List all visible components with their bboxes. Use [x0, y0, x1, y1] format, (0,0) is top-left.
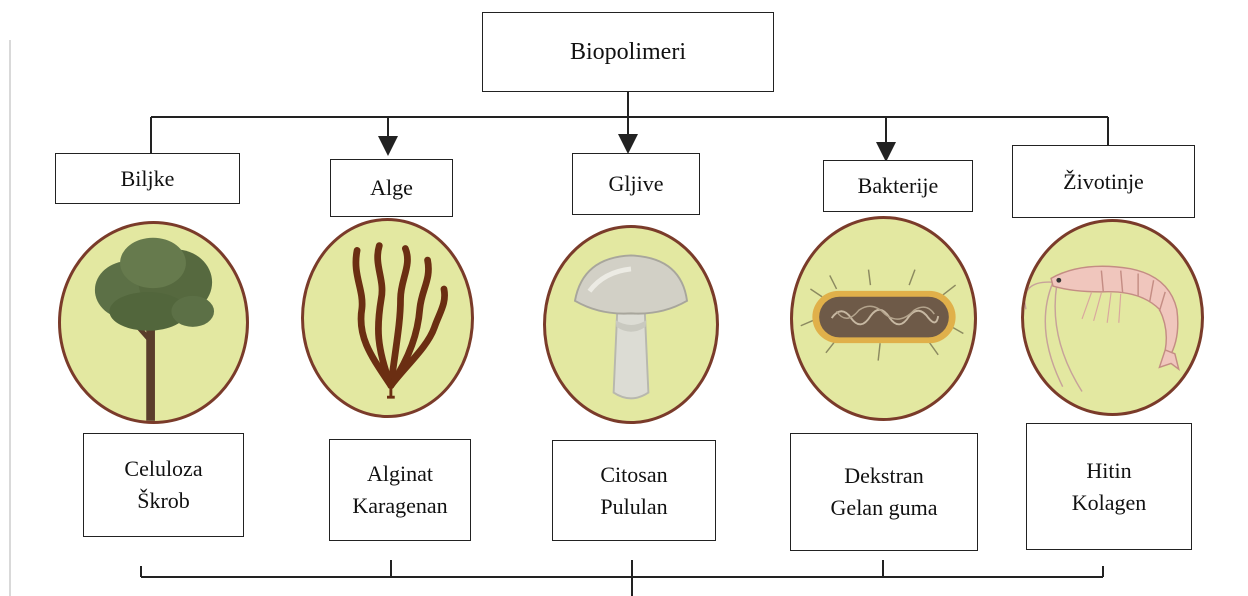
- polymer-name: Citosan: [600, 459, 667, 491]
- polymer-box-bakterije: Dekstran Gelan guma: [790, 433, 978, 551]
- source-label: Životinje: [1063, 166, 1144, 198]
- polymer-name: Pululan: [600, 491, 667, 523]
- polymer-box-zivotinje: Hitin Kolagen: [1026, 423, 1192, 550]
- polymer-name: Hitin: [1086, 455, 1131, 487]
- root-label: Biopolimeri: [570, 36, 686, 68]
- polymer-name: Alginat: [367, 458, 433, 490]
- polymer-box-biljke: Celuloza Škrob: [83, 433, 244, 537]
- polymer-name: Celuloza: [124, 453, 202, 485]
- source-label: Bakterije: [858, 170, 939, 202]
- source-box-biljke: Biljke: [55, 153, 240, 204]
- source-box-bakterije: Bakterije: [823, 160, 973, 212]
- shrimp-icon: [1021, 219, 1204, 416]
- source-label: Biljke: [121, 163, 175, 195]
- polymer-name: Kolagen: [1072, 487, 1147, 519]
- polymer-name: Škrob: [137, 485, 190, 517]
- polymer-box-gljive: Citosan Pululan: [552, 440, 716, 541]
- source-label: Alge: [370, 172, 413, 204]
- mushroom-icon: [543, 225, 719, 424]
- source-box-gljive: Gljive: [572, 153, 700, 215]
- polymer-name: Gelan guma: [831, 492, 938, 524]
- polymer-name: Karagenan: [352, 490, 447, 522]
- bacterium-icon: [790, 216, 977, 421]
- seaweed-icon: [301, 218, 474, 418]
- root-box: Biopolimeri: [482, 12, 774, 92]
- source-label: Gljive: [609, 168, 664, 200]
- source-box-alge: Alge: [330, 159, 453, 217]
- source-box-zivotinje: Životinje: [1012, 145, 1195, 218]
- tree-icon: [58, 221, 249, 424]
- polymer-box-alge: Alginat Karagenan: [329, 439, 471, 541]
- polymer-name: Dekstran: [844, 460, 923, 492]
